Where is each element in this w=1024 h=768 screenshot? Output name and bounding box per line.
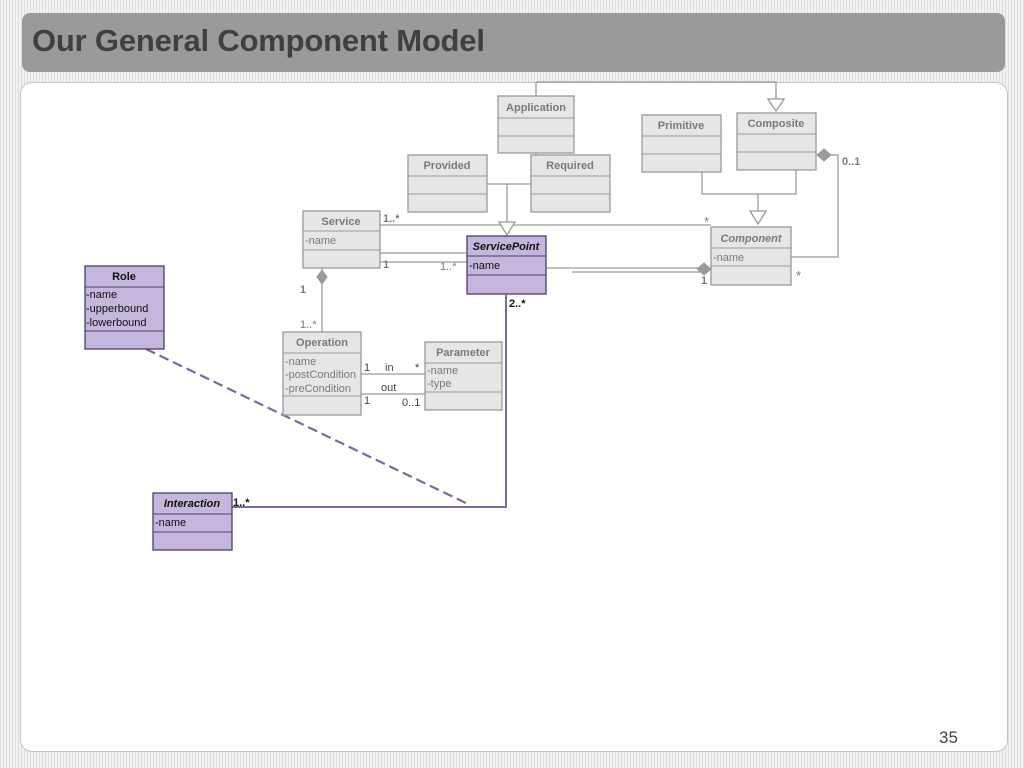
mult-operation-many: 1..* [300, 319, 317, 331]
content-panel [20, 82, 1008, 752]
operation-attr-precondition: -preCondition [285, 383, 351, 395]
mult-service-sp-bottom: 1 [383, 259, 389, 271]
service-name: Service [321, 216, 360, 228]
diamonds [316, 148, 832, 285]
mult-op-out-one: 1 [364, 395, 370, 407]
composite-name: Composite [748, 118, 805, 130]
class-provided: Provided [407, 154, 488, 213]
operation-name: Operation [296, 337, 348, 349]
application-name: Application [506, 102, 566, 114]
multiplicity-labels: 1..* 1 1..* * 1 * 0..1 1 1..* 1 in * 1 o… [233, 156, 860, 509]
interaction-attr-name: -name [155, 517, 186, 529]
primitive-name: Primitive [658, 120, 704, 132]
slide-title: Our General Component Model [32, 23, 485, 58]
component-arrowhead [748, 210, 768, 226]
sp-interaction-link [232, 295, 507, 508]
title-bar: Our General Component Model [22, 13, 1005, 72]
parameter-attr-name: -name [427, 365, 458, 377]
label-in: in [385, 362, 394, 374]
class-component: Component -name [710, 226, 792, 286]
class-composite: Composite [736, 112, 817, 171]
mult-interaction-many: 1..* [233, 497, 250, 509]
provided-name: Provided [423, 160, 470, 172]
class-operation: Operation -name -postCondition -preCondi… [282, 331, 362, 416]
composite-arrowhead [766, 98, 786, 113]
provided-generalization [487, 183, 508, 222]
servicepoint-attr-name: -name [469, 260, 500, 272]
mult-sp-service-end: 1..* [440, 261, 457, 273]
mult-op-in-one: 1 [364, 362, 370, 374]
operation-attr-name: -name [285, 356, 316, 368]
purple-connectors [145, 295, 507, 508]
mult-service-operation-one: 1 [300, 284, 306, 296]
service-attr-name: -name [305, 235, 336, 247]
class-parameter: Parameter -name -type [424, 341, 503, 411]
operation-attr-postcondition: -postCondition [285, 369, 356, 381]
connectors [321, 81, 839, 395]
class-application: Application [497, 95, 575, 154]
composite-generalization [758, 170, 797, 195]
mult-component-left-one: 1 [701, 275, 707, 287]
class-required: Required [530, 154, 611, 213]
arrowheads [497, 98, 786, 237]
parameter-name: Parameter [436, 347, 491, 359]
component-name: Component [720, 233, 782, 245]
label-out: out [381, 382, 396, 394]
mult-service-sp-top: 1..* [383, 213, 400, 225]
component-attr-name: -name [713, 252, 744, 264]
app-composite-top-link [536, 81, 777, 99]
composite-diamond [816, 148, 832, 162]
mult-component-right-star: * [796, 268, 801, 283]
mult-in-star: * [415, 362, 420, 374]
composite-component-aggregation [791, 154, 839, 258]
mult-composite-zero-one: 0..1 [842, 156, 860, 168]
class-primitive: Primitive [641, 114, 722, 173]
role-name: Role [112, 271, 136, 283]
role-attr-name: -name [86, 289, 117, 301]
class-role: Role -name -upperbound -lowerbound [84, 265, 165, 350]
mult-component-top-star: * [704, 214, 709, 229]
role-attr-upperbound: -upperbound [86, 303, 148, 315]
primitive-generalization [701, 172, 759, 211]
role-attr-lowerbound: -lowerbound [86, 317, 147, 329]
class-interaction: Interaction -name [152, 492, 233, 551]
mult-out-zero-one: 0..1 [402, 397, 420, 409]
class-servicepoint: ServicePoint -name [466, 235, 547, 295]
class-service: Service -name [302, 210, 381, 269]
required-name: Required [546, 160, 594, 172]
servicepoint-arrowhead [497, 221, 517, 237]
parameter-attr-type: -type [427, 378, 451, 390]
page-number: 35 [939, 728, 958, 747]
component-diamond [696, 262, 712, 276]
service-diamond [316, 269, 328, 285]
interaction-name: Interaction [164, 498, 221, 510]
mult-sp-two-many: 2..* [509, 298, 526, 310]
servicepoint-name: ServicePoint [473, 241, 541, 253]
